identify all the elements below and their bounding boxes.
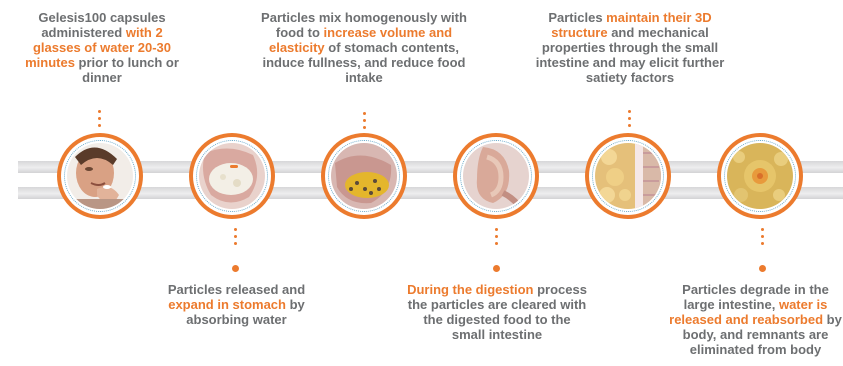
step-4-caption: During the digestion process the particl… bbox=[406, 282, 588, 342]
step-2-highlight: expand in stomach bbox=[168, 297, 286, 312]
step-1-text-b: prior to lunch or dinner bbox=[75, 55, 179, 85]
person-taking-capsules-photo bbox=[67, 143, 133, 209]
step-3-caption: Particles mix homogenously with food to … bbox=[258, 10, 470, 85]
step-5-text-a: Particles bbox=[548, 10, 606, 25]
step-1-caption: Gelesis100 capsules administered with 2 … bbox=[22, 10, 182, 85]
step-4-connector bbox=[495, 228, 498, 249]
step-1-node bbox=[57, 133, 143, 219]
step-5-connector bbox=[628, 110, 631, 131]
step-3-connector bbox=[363, 112, 366, 133]
step-6-node bbox=[717, 133, 803, 219]
step-2-caption: Particles released and expand in stomach… bbox=[164, 282, 309, 327]
step-4-dot bbox=[493, 265, 500, 272]
step-2-text-a: Particles released and bbox=[168, 282, 305, 297]
step-6-connector bbox=[761, 228, 764, 249]
step-5-caption: Particles maintain their 3D structure an… bbox=[534, 10, 726, 85]
small-intestine-villi-illustration bbox=[595, 143, 661, 209]
step-4-node bbox=[453, 133, 539, 219]
step-2-connector bbox=[234, 228, 237, 249]
step-4-highlight: During the digestion bbox=[407, 282, 533, 297]
stomach-expansion-illustration bbox=[199, 143, 265, 209]
step-6-dot bbox=[759, 265, 766, 272]
step-1-connector bbox=[98, 110, 101, 131]
step-2-node bbox=[189, 133, 275, 219]
stomach-food-mixing-illustration bbox=[331, 143, 397, 209]
large-intestine-particles-illustration bbox=[727, 143, 793, 209]
step-6-caption: Particles degrade in the large intestine… bbox=[668, 282, 843, 357]
step-3-node bbox=[321, 133, 407, 219]
step-2-dot bbox=[232, 265, 239, 272]
digestion-stomach-illustration bbox=[463, 143, 529, 209]
step-5-node bbox=[585, 133, 671, 219]
